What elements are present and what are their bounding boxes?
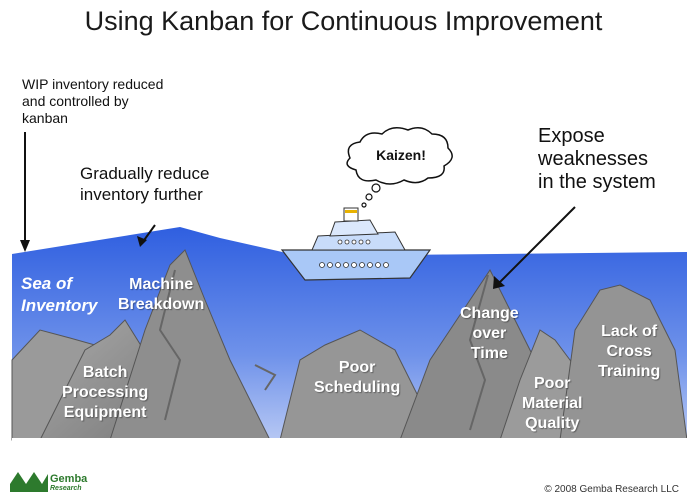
- sea-floor: [12, 438, 687, 460]
- rock-lack-of-training: [559, 284, 687, 441]
- gradual-annotation: Gradually reduce inventory further: [80, 164, 210, 204]
- label-poor-scheduling: Poor Scheduling: [314, 359, 401, 396]
- rock-machine-breakdown: [109, 249, 271, 441]
- kaizen-label: Kaizen!: [376, 147, 426, 163]
- gemba-logo-text: Gemba Research: [50, 473, 88, 493]
- copyright-notice: © 2008 Gemba Research LLC: [544, 484, 679, 495]
- label-lack-of-cross-training: Lack of Cross Training: [598, 323, 661, 380]
- label-batch-processing: Batch Processing Equipment: [62, 364, 149, 421]
- cruise-ship: [280, 207, 432, 281]
- label-changeover-time: Change over Time: [460, 305, 519, 362]
- sea-of-inventory-label: Sea of Inventory: [21, 274, 98, 315]
- slide-title: Using Kanban for Continuous Improvement: [84, 6, 603, 36]
- gemba-logo-icon: [10, 472, 48, 492]
- wip-annotation: WIP inventory reduced and controlled by …: [22, 76, 164, 126]
- kaizen-cloud: [346, 127, 453, 185]
- label-poor-material-quality: Poor Material Quality: [522, 375, 583, 432]
- label-machine-breakdown: Machine Breakdown: [118, 276, 205, 313]
- expose-annotation: Expose weaknesses in the system: [538, 125, 656, 193]
- expose-arrow: [496, 206, 576, 286]
